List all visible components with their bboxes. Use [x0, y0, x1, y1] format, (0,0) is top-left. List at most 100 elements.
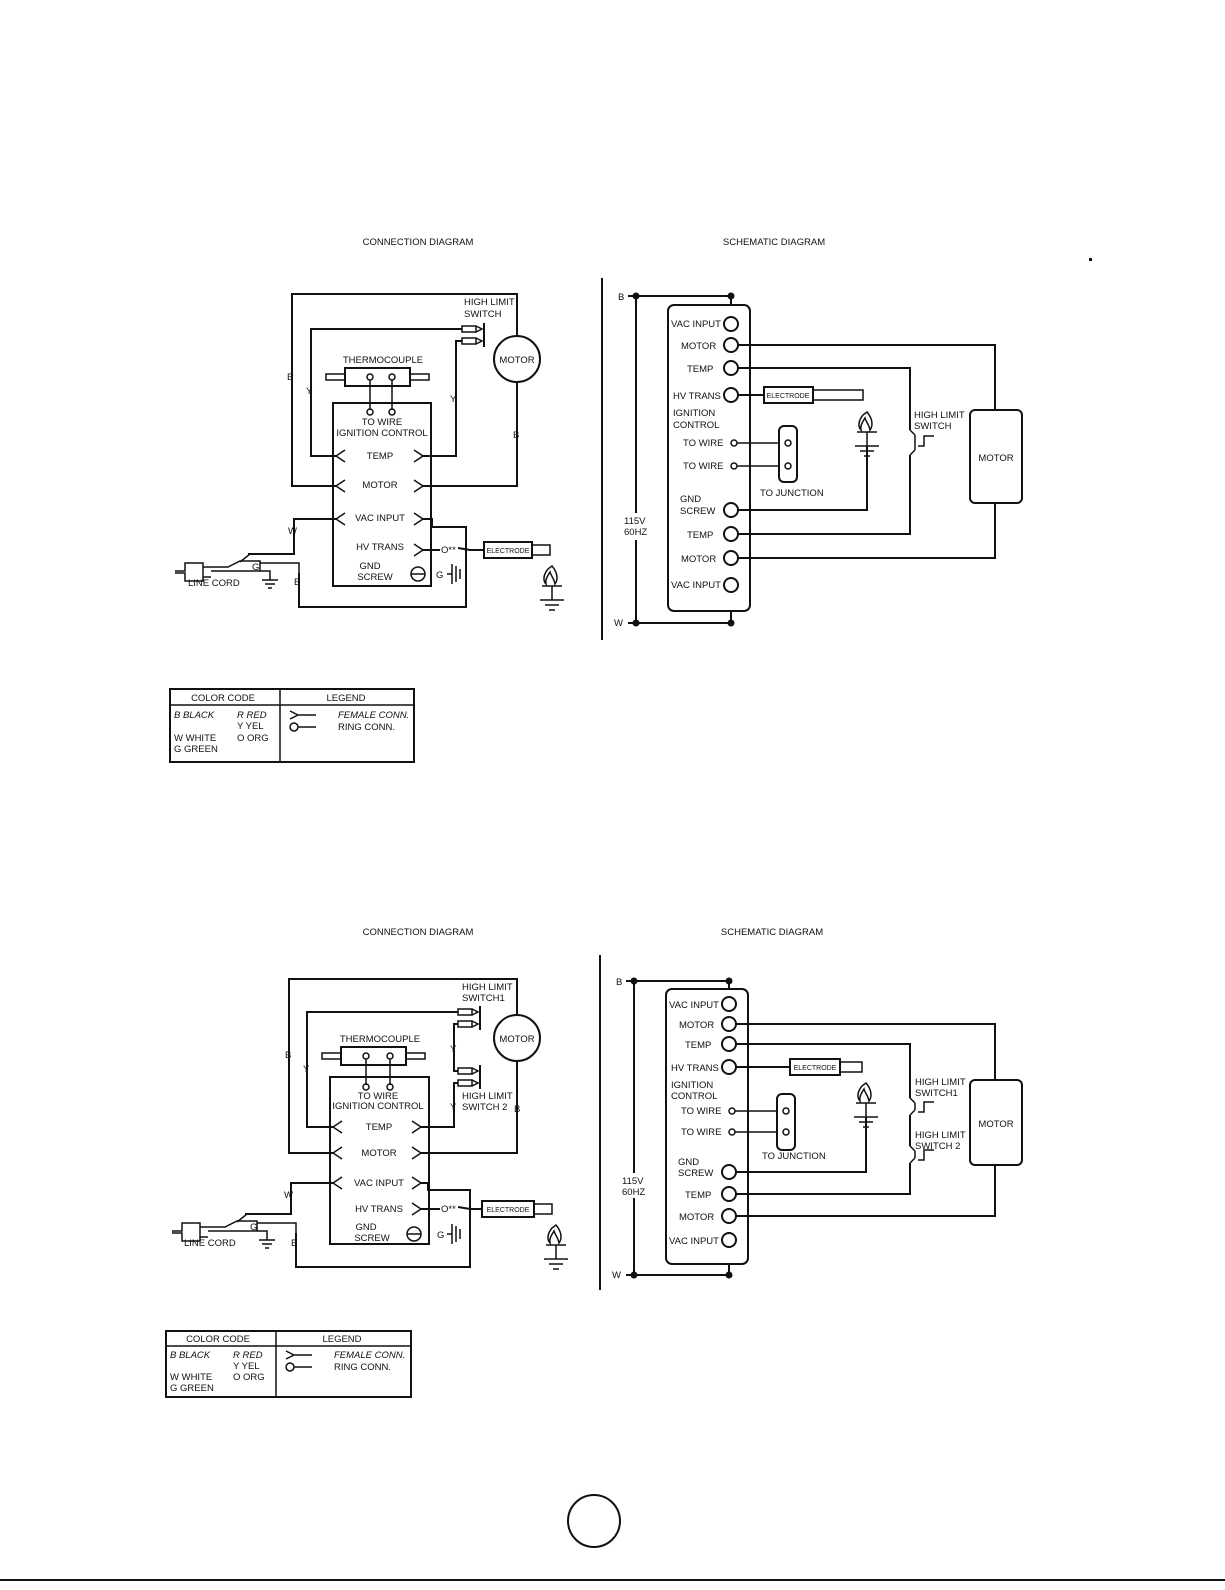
connection-diagram-title: CONNECTION DIAGRAM [363, 237, 474, 248]
motor-terminal-label: MOTOR [362, 480, 397, 491]
svg-text:SCREW: SCREW [678, 1168, 713, 1179]
svg-text:B: B [294, 577, 300, 588]
svg-text:MOTOR: MOTOR [361, 1148, 396, 1159]
svg-text:SCREW: SCREW [354, 1233, 389, 1244]
screw-label: SCREW [357, 572, 392, 583]
svg-text:TO WIRE: TO WIRE [681, 1106, 721, 1117]
svg-text:MOTOR: MOTOR [679, 1020, 714, 1031]
svg-text:TO JUNCTION: TO JUNCTION [760, 488, 824, 499]
svg-text:Y: Y [450, 1102, 457, 1113]
svg-text:Y: Y [306, 386, 313, 397]
wire-white [248, 518, 336, 555]
high-limit-switch-symbol [918, 435, 934, 447]
svg-text:B: B [285, 1050, 291, 1061]
svg-text:VAC INPUT: VAC INPUT [669, 1000, 719, 1011]
svg-text:LEGEND: LEGEND [322, 1334, 361, 1345]
wire-black-motor [291, 293, 518, 487]
svg-text:TEMP: TEMP [687, 530, 713, 541]
svg-text:Y: Y [450, 1044, 457, 1055]
ring-mark: O** [441, 545, 456, 556]
svg-text:MOTOR: MOTOR [681, 341, 716, 352]
svg-text:W WHITE: W WHITE [174, 733, 216, 744]
svg-text:CONNECTION DIAGRAM: CONNECTION DIAGRAM [363, 927, 474, 938]
svg-text:COLOR CODE: COLOR CODE [191, 693, 255, 704]
wire-yellow-temp-left [310, 328, 462, 457]
top-schematic-diagram: SCHEMATIC DIAGRAM B W 115V 60HZ VAC INPU… [614, 237, 1092, 629]
top-color-code-table: COLOR CODE LEGEND B BLACK R RED Y YEL W … [169, 688, 415, 763]
wire-yellow-temp-right [423, 340, 462, 457]
svg-text:B: B [513, 430, 519, 441]
wire-black-return [298, 518, 467, 608]
svg-text:ELECTRODE: ELECTRODE [487, 1207, 530, 1214]
svg-text:W: W [288, 526, 297, 537]
svg-text:TEMP: TEMP [366, 1122, 392, 1133]
high-limit-switch-label-2: SWITCH [464, 309, 502, 320]
svg-text:R RED: R RED [237, 710, 267, 721]
svg-text:IGNITION CONTROL: IGNITION CONTROL [332, 1101, 423, 1112]
svg-text:FEMALE CONN.: FEMALE CONN. [338, 710, 409, 721]
svg-text:B BLACK: B BLACK [170, 1350, 211, 1361]
svg-text:SWITCH1: SWITCH1 [462, 993, 505, 1004]
svg-text:CONTROL: CONTROL [671, 1091, 717, 1102]
svg-text:SWITCH 2: SWITCH 2 [462, 1102, 507, 1113]
svg-text:LEGEND: LEGEND [326, 693, 365, 704]
svg-text:ELECTRODE: ELECTRODE [767, 393, 810, 400]
high-limit-switch-label: HIGH LIMIT [464, 297, 515, 308]
svg-text:Y: Y [303, 1064, 310, 1075]
svg-text:IGNITION: IGNITION [673, 408, 715, 419]
thermocouple-label: THERMOCOUPLE [343, 355, 423, 366]
gnd-label: GND [359, 561, 380, 572]
ignition-control-label: IGNITION CONTROL [336, 428, 427, 439]
electrode-label: ELECTRODE [487, 548, 530, 555]
svg-text:MOTOR: MOTOR [499, 1034, 534, 1045]
svg-text:GND: GND [680, 494, 701, 505]
svg-text:G GREEN: G GREEN [174, 744, 218, 755]
svg-text:ELECTRODE: ELECTRODE [794, 1065, 837, 1072]
svg-text:G: G [250, 1222, 257, 1233]
svg-text:MOTOR: MOTOR [679, 1212, 714, 1223]
svg-text:MOTOR: MOTOR [978, 1119, 1013, 1130]
to-junction-box [778, 425, 798, 483]
svg-text:SWITCH 2: SWITCH 2 [915, 1141, 960, 1152]
bottom-connection-diagram: CONNECTION DIAGRAM TO WIRE IGNITION CONT… [171, 927, 569, 1270]
page-number-circle [567, 1494, 621, 1548]
svg-text:W: W [284, 1190, 293, 1201]
svg-text:RING CONN.: RING CONN. [334, 1362, 391, 1373]
svg-text:TEMP: TEMP [685, 1190, 711, 1201]
svg-text:60HZ: 60HZ [622, 1187, 645, 1198]
svg-text:TEMP: TEMP [685, 1040, 711, 1051]
svg-text:TO WIRE: TO WIRE [358, 1091, 398, 1102]
svg-text:LINE CORD: LINE CORD [184, 1238, 236, 1249]
motor-label: MOTOR [499, 355, 534, 366]
svg-text:GND: GND [678, 1157, 699, 1168]
wire-black-motor-right [423, 382, 518, 487]
high-limit-switch1-symbol [918, 1101, 934, 1113]
svg-text:SWITCH: SWITCH [914, 421, 952, 432]
svg-text:R RED: R RED [233, 1350, 263, 1361]
svg-text:O ORG: O ORG [237, 733, 269, 744]
svg-text:B: B [618, 292, 624, 303]
svg-text:HIGH LIMIT: HIGH LIMIT [915, 1130, 966, 1141]
hv-trans-terminal-label: HV TRANS [356, 542, 404, 553]
svg-text:B: B [287, 372, 293, 383]
svg-text:HIGH LIMIT: HIGH LIMIT [915, 1077, 966, 1088]
svg-text:O**: O** [441, 1204, 456, 1215]
svg-text:HV TRANS: HV TRANS [673, 391, 721, 402]
svg-text:Y YEL: Y YEL [233, 1361, 260, 1372]
high-limit-connector-2 [461, 337, 483, 345]
svg-text:SWITCH1: SWITCH1 [915, 1088, 958, 1099]
top-connection-diagram: CONNECTION DIAGRAM TO WIRE IGNITION CONT… [174, 237, 565, 611]
svg-text:VAC INPUT: VAC INPUT [671, 580, 721, 591]
schematic-motor [969, 409, 1023, 504]
to-wire-label: TO WIRE [362, 417, 402, 428]
flame-icon [539, 565, 565, 611]
bottom-schematic-diagram: SCHEMATIC DIAGRAM B W 115V 60HZ VAC INPU… [612, 927, 1023, 1281]
svg-text:Y YEL: Y YEL [237, 721, 264, 732]
svg-text:TEMP: TEMP [687, 364, 713, 375]
svg-text:VAC INPUT: VAC INPUT [671, 319, 721, 330]
vac-input-terminal-label: VAC INPUT [355, 513, 405, 524]
svg-text:G GREEN: G GREEN [170, 1383, 214, 1394]
svg-text:THERMOCOUPLE: THERMOCOUPLE [340, 1034, 420, 1045]
line-cord-label: LINE CORD [188, 578, 240, 589]
